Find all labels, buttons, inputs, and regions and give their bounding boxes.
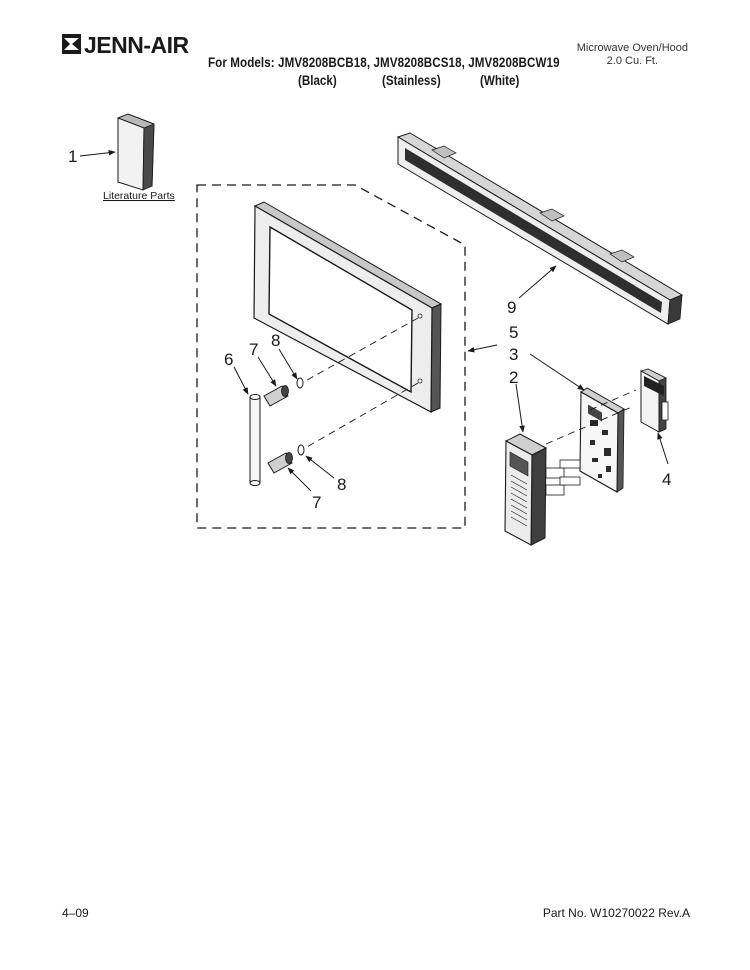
assembly-line-lower — [299, 382, 419, 452]
control-board — [559, 387, 625, 493]
literature-booklet — [117, 113, 155, 191]
callout-8-lower: 8 — [337, 475, 346, 494]
models-line: For Models: JMV8208BCB18, JMV8208BCS18, … — [208, 55, 560, 70]
callout-2: 2 — [509, 368, 518, 387]
jenn-air-logo: JENN-AIR — [62, 32, 190, 58]
callout-3: 3 — [509, 345, 518, 364]
callout-9: 9 — [507, 298, 516, 317]
leader-line-7-lower — [287, 467, 312, 492]
callout-6: 6 — [224, 350, 233, 369]
door-assembly-boundary — [196, 184, 466, 529]
assembly-line-upper — [299, 317, 419, 385]
leader-line-8-upper — [278, 348, 298, 380]
revision-date: 4–09 — [62, 906, 89, 920]
callout-8-upper: 8 — [271, 331, 280, 350]
callout-5: 5 — [509, 323, 518, 342]
color-white: (White) — [480, 73, 520, 88]
assembly-line-bracket — [589, 389, 637, 411]
leader-line-7-upper — [257, 356, 277, 387]
leader-line-3 — [529, 353, 585, 391]
leader-line-1 — [79, 149, 116, 157]
leader-line-2 — [515, 383, 525, 433]
callout-1: 1 — [68, 147, 77, 166]
product-type: Microwave Oven/Hood — [576, 42, 688, 54]
product-description: Microwave Oven/Hood 2.0 Cu. Ft. — [577, 42, 688, 68]
leader-line-9 — [518, 265, 557, 299]
literature-parts-label: Literature Parts — [103, 190, 175, 202]
color-black: (Black) — [298, 73, 337, 88]
mounting-bracket — [639, 368, 669, 433]
vent-grille — [396, 132, 684, 325]
washer-lower — [297, 444, 305, 456]
callout-4: 4 — [662, 470, 671, 489]
leader-line-8-lower — [305, 455, 335, 479]
leader-line-5 — [467, 344, 498, 353]
part-number: Part No. W10270022 Rev.A — [542, 906, 690, 920]
brand-wordmark: JENN-AIR — [84, 32, 190, 58]
jenn-air-logo-mark — [62, 34, 81, 54]
handle-spacer-upper — [263, 385, 289, 407]
callout-7-lower: 7 — [312, 493, 321, 512]
color-stainless: (Stainless) — [382, 73, 441, 88]
control-panel — [504, 433, 565, 546]
handle-spacer-lower — [267, 452, 293, 474]
assembly-line-board — [545, 405, 635, 445]
leader-line-4 — [657, 432, 669, 465]
callout-7-upper: 7 — [249, 340, 258, 359]
product-capacity: 2.0 Cu. Ft. — [606, 55, 659, 67]
leader-line-6 — [233, 366, 249, 395]
door-handle — [249, 394, 261, 486]
washer-upper — [296, 377, 304, 389]
door-panel — [253, 201, 443, 413]
